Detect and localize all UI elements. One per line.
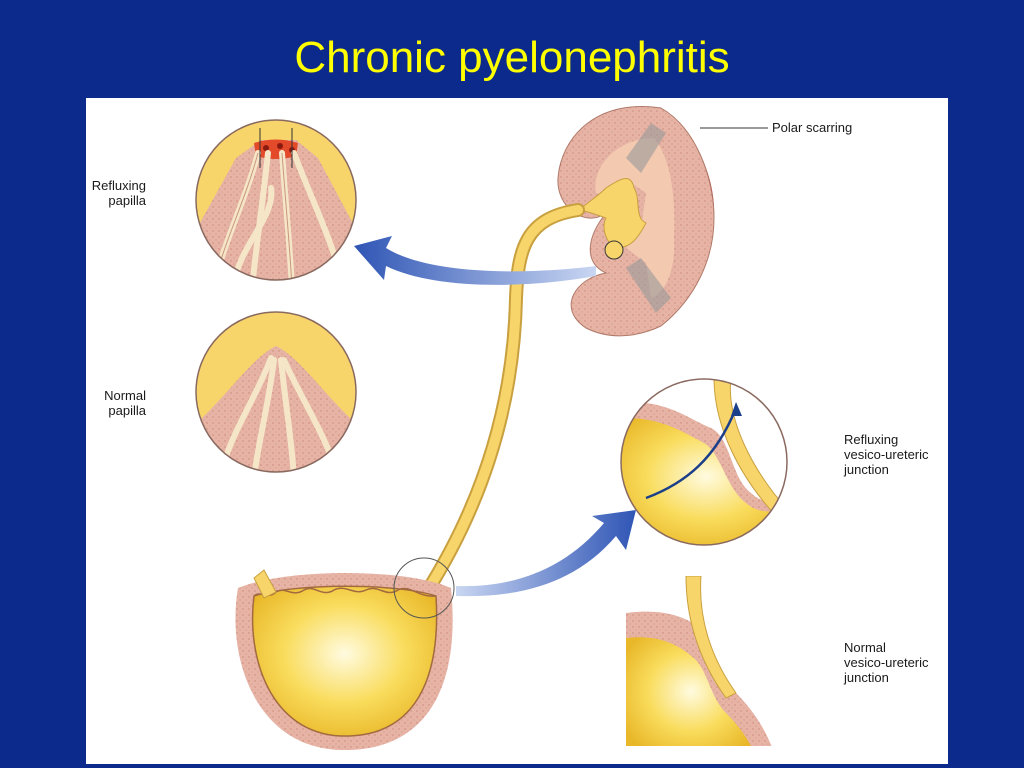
label-refluxing-papilla: Refluxing papilla <box>91 178 146 208</box>
arrow-to-refluxing-papilla <box>354 236 596 285</box>
ureter <box>421 205 583 598</box>
refluxing-vuj-inset <box>620 378 788 546</box>
bladder <box>235 557 455 751</box>
label-polar-scarring: Polar scarring <box>772 120 853 135</box>
normal-vuj-inset <box>626 576 772 746</box>
slide-title: Chronic pyelonephritis <box>294 33 730 82</box>
illustration-panel: Polar scarring Refluxing papilla Normal … <box>86 98 948 764</box>
kidney <box>557 106 715 337</box>
label-normal-papilla: Normal papilla <box>104 388 146 418</box>
refluxing-papilla-inset <box>195 119 357 281</box>
label-refluxing-vuj: Refluxing vesico-ureteric junction <box>844 432 929 477</box>
arrow-to-refluxing-vuj <box>456 510 636 597</box>
chronic-pyelonephritis-diagram <box>195 106 788 751</box>
normal-papilla-inset <box>195 311 357 473</box>
label-normal-vuj: Normal vesico-ureteric junction <box>844 640 929 685</box>
